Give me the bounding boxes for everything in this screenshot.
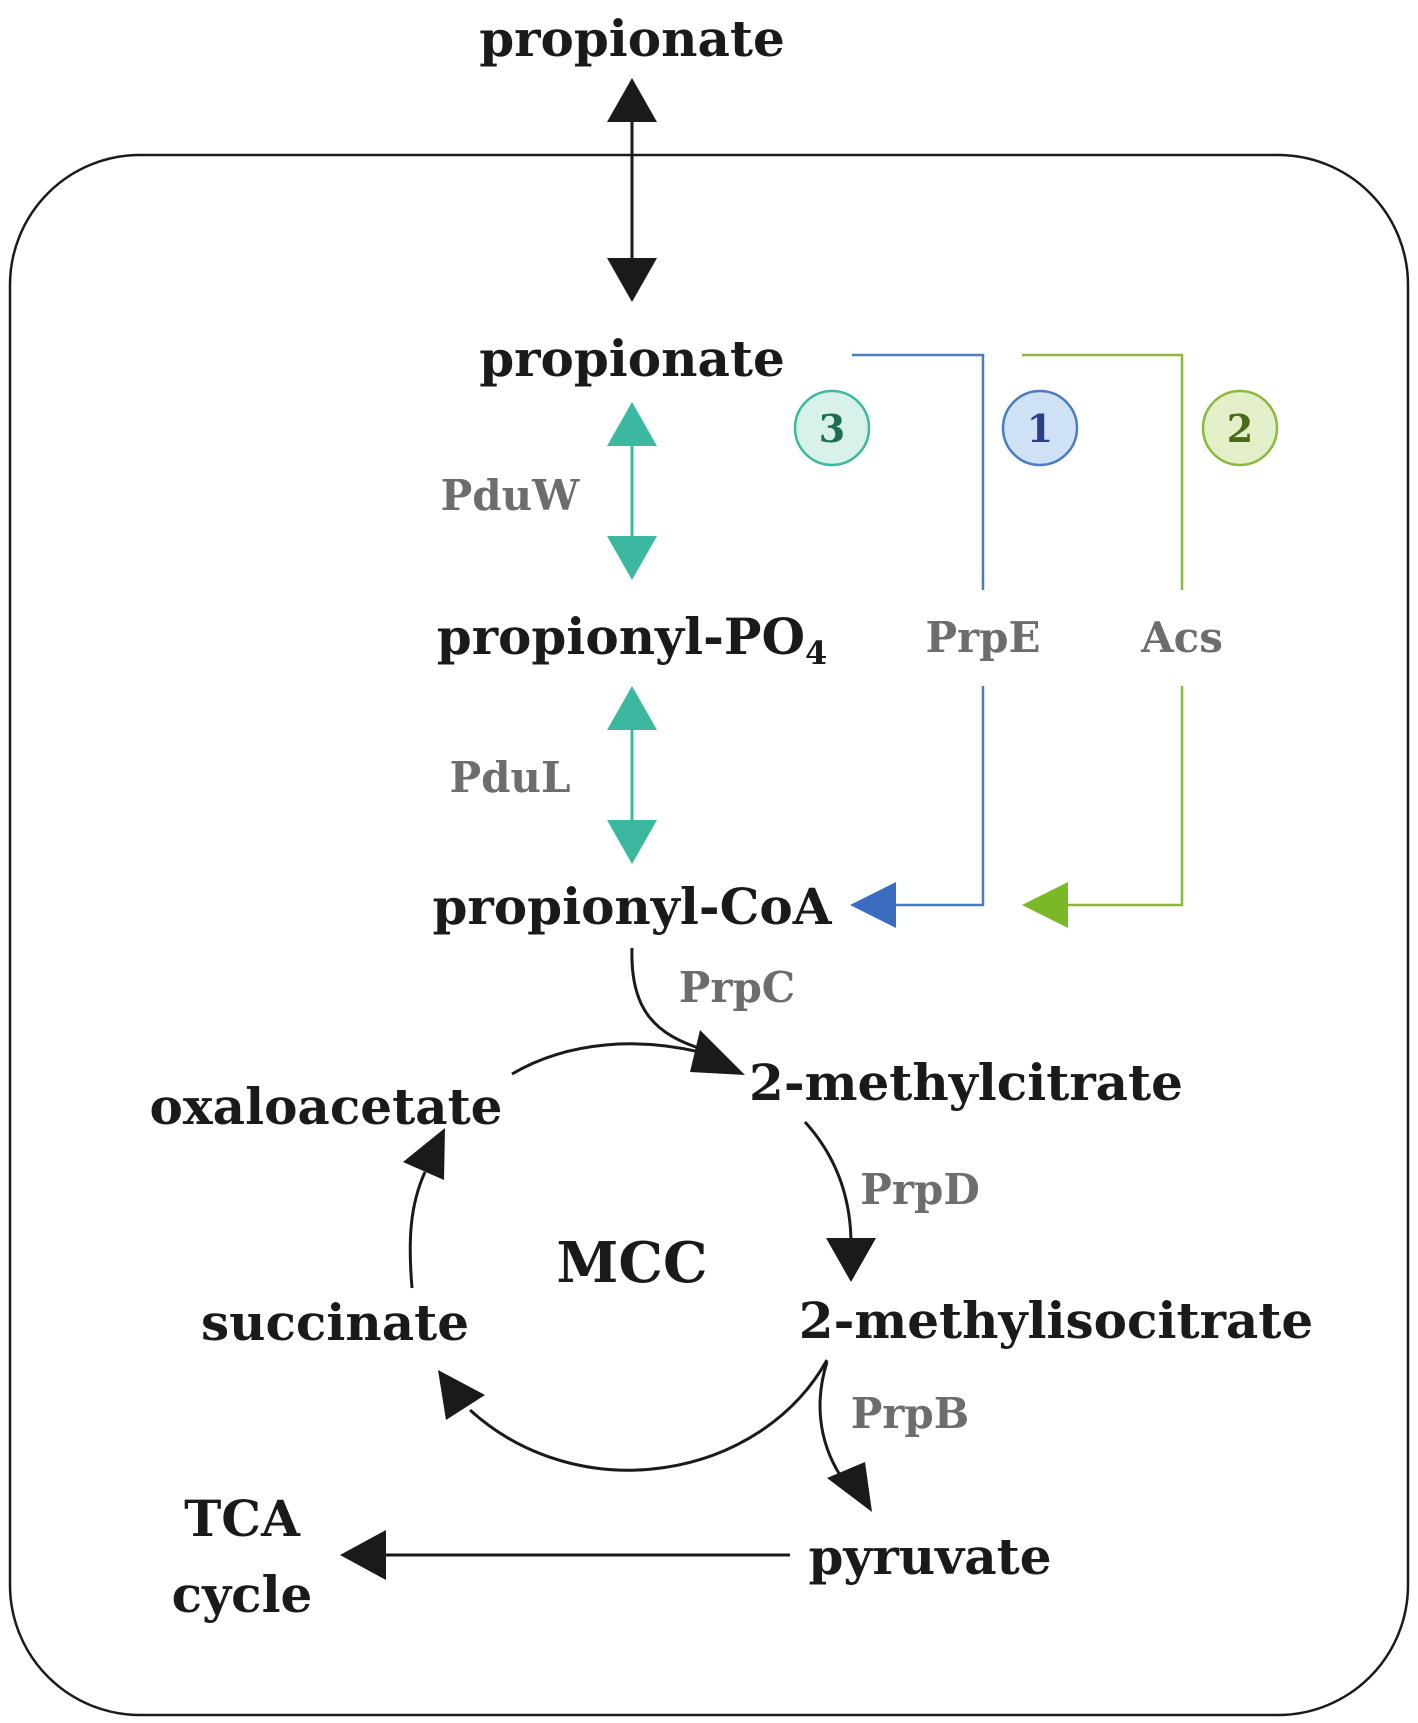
badge-pathway-2: 2 bbox=[1201, 389, 1279, 467]
enzyme-prpc: PrpC bbox=[679, 963, 796, 1012]
enzyme-pdul: PduL bbox=[449, 753, 570, 802]
oxaloacetate: oxaloacetate bbox=[150, 1077, 503, 1136]
enzyme-prpe: PrpE bbox=[925, 613, 1040, 662]
succinate: succinate bbox=[201, 1293, 469, 1352]
prpe-pathway bbox=[850, 353, 985, 928]
propionate-extracellular: propionate bbox=[479, 9, 785, 68]
propionyl-po4: propionyl-PO4 bbox=[437, 607, 828, 672]
cell-membrane bbox=[8, 153, 1410, 1717]
enzyme-pduw: PduW bbox=[441, 471, 580, 520]
pduw-arrow bbox=[607, 402, 657, 580]
oxaloacetate-to-methylcitrate-arc bbox=[511, 1042, 701, 1076]
svg-text:2: 2 bbox=[1227, 406, 1253, 451]
methylisocitrate-to-succinate-arc bbox=[438, 1359, 829, 1472]
enzyme-prpd: PrpD bbox=[860, 1165, 980, 1214]
succinate-to-oxaloacetate-arrow bbox=[403, 1128, 445, 1289]
pyruvate-to-tca-arrow bbox=[340, 1530, 790, 1580]
badge-pathway-3: 3 bbox=[793, 389, 871, 467]
enzyme-acs: Acs bbox=[1140, 613, 1223, 662]
prpd-arrow bbox=[803, 1120, 876, 1282]
propionyl-po4-text: propionyl-PO bbox=[437, 607, 805, 666]
tca-cycle-line2: cycle bbox=[172, 1565, 313, 1624]
acs-pathway bbox=[1022, 353, 1184, 928]
propionyl-po4-subscript: 4 bbox=[805, 634, 827, 672]
tca-cycle-line1: TCA bbox=[184, 1489, 301, 1548]
propionyl-coa: propionyl-CoA bbox=[432, 877, 832, 936]
svg-text:1: 1 bbox=[1027, 406, 1053, 451]
transport-arrow bbox=[607, 78, 657, 302]
mcc-label: MCC bbox=[556, 1230, 707, 1296]
enzyme-prpb: PrpB bbox=[851, 1389, 970, 1438]
pyruvate: pyruvate bbox=[808, 1527, 1051, 1586]
methylisocitrate: 2-methylisocitrate bbox=[799, 1291, 1313, 1350]
pdul-arrow bbox=[607, 686, 657, 864]
badge-pathway-1: 1 bbox=[1001, 389, 1079, 467]
svg-text:3: 3 bbox=[819, 406, 845, 451]
methylcitrate: 2-methylcitrate bbox=[749, 1053, 1183, 1112]
propionate-intracellular: propionate bbox=[479, 329, 785, 388]
prpc-arrow bbox=[630, 947, 745, 1075]
prpb-arrow bbox=[818, 1361, 872, 1512]
